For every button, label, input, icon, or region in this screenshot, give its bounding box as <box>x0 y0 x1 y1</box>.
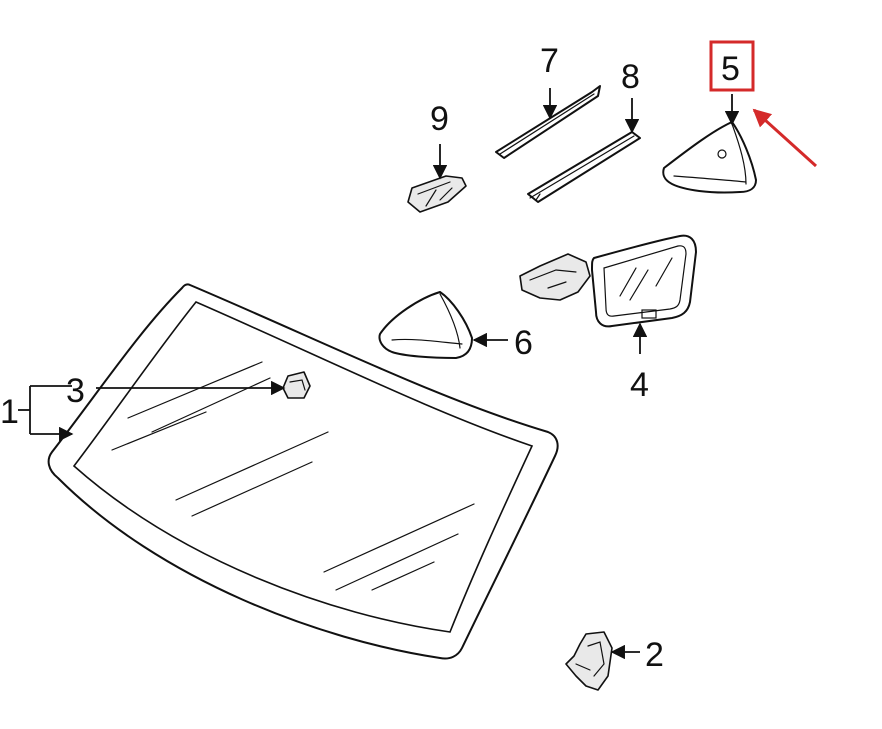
callout-7: 7 <box>540 42 559 80</box>
windshield-glass <box>47 283 559 660</box>
trim-strip-upper-part <box>495 85 601 159</box>
highlight-arrow <box>752 108 818 168</box>
trim-strip-lower-part <box>527 131 641 203</box>
callout-4: 4 <box>630 366 649 404</box>
callout-9: 9 <box>430 100 449 138</box>
callout-2: 2 <box>645 636 664 674</box>
callout-1: 1 <box>0 393 19 431</box>
small-bracket-part <box>565 631 613 691</box>
highlight-box <box>709 40 755 92</box>
leader-lines <box>18 88 740 660</box>
callout-6: 6 <box>514 324 533 362</box>
mirror-cover-upper-part <box>662 121 757 194</box>
callout-3: 3 <box>66 372 85 410</box>
sensor-housing-part <box>407 175 467 213</box>
rear-view-mirror-part <box>519 234 697 328</box>
highlight-callout-5 <box>709 40 818 168</box>
callout-8: 8 <box>621 58 640 96</box>
mirror-cover-lower-part <box>378 291 473 359</box>
callout-5: 5 <box>721 50 740 88</box>
